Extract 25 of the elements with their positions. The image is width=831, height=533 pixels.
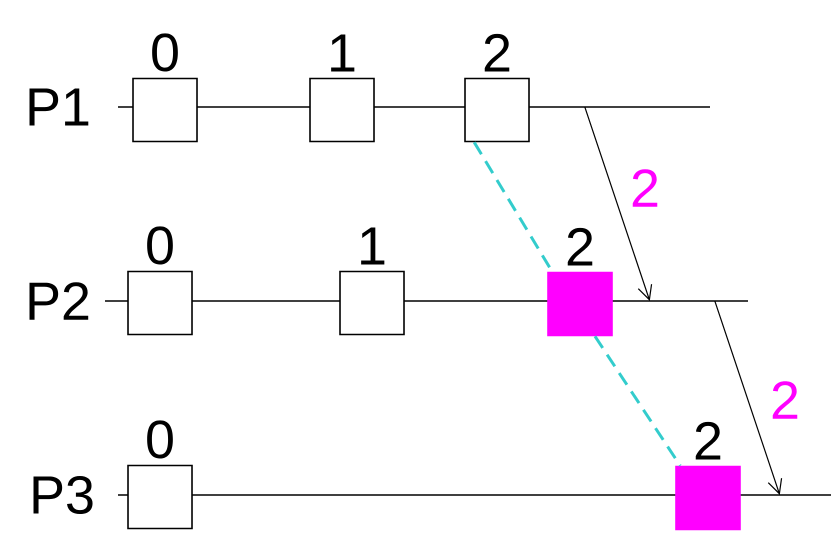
edge-label: 2: [629, 168, 661, 208]
node-label: 0: [147, 420, 173, 458]
arrow: [714, 300, 782, 495]
timeline: [118, 494, 831, 496]
node-label: 2: [696, 422, 720, 460]
event-box: 1: [309, 34, 375, 142]
edge-label: 2: [769, 380, 801, 420]
arrow: [584, 106, 652, 301]
dashed-line: [594, 335, 682, 467]
node-label: 1: [361, 227, 384, 264]
node-label: 2: [484, 34, 510, 72]
event-box: 2: [547, 228, 613, 336]
process-label: P2: [30, 282, 88, 320]
node-label: 1: [331, 34, 354, 72]
event-box: 2: [464, 34, 530, 142]
event-box: 0: [132, 33, 198, 142]
node-label: 0: [152, 33, 178, 72]
node-label: 0: [147, 226, 173, 264]
event-box: 2: [675, 422, 741, 530]
event-box: 0: [127, 226, 193, 336]
event-box: 1: [339, 227, 405, 336]
node-label: 2: [568, 228, 592, 266]
event-box: 0: [127, 420, 193, 530]
process-label: P3: [34, 476, 93, 514]
process-label: P1: [30, 88, 88, 126]
